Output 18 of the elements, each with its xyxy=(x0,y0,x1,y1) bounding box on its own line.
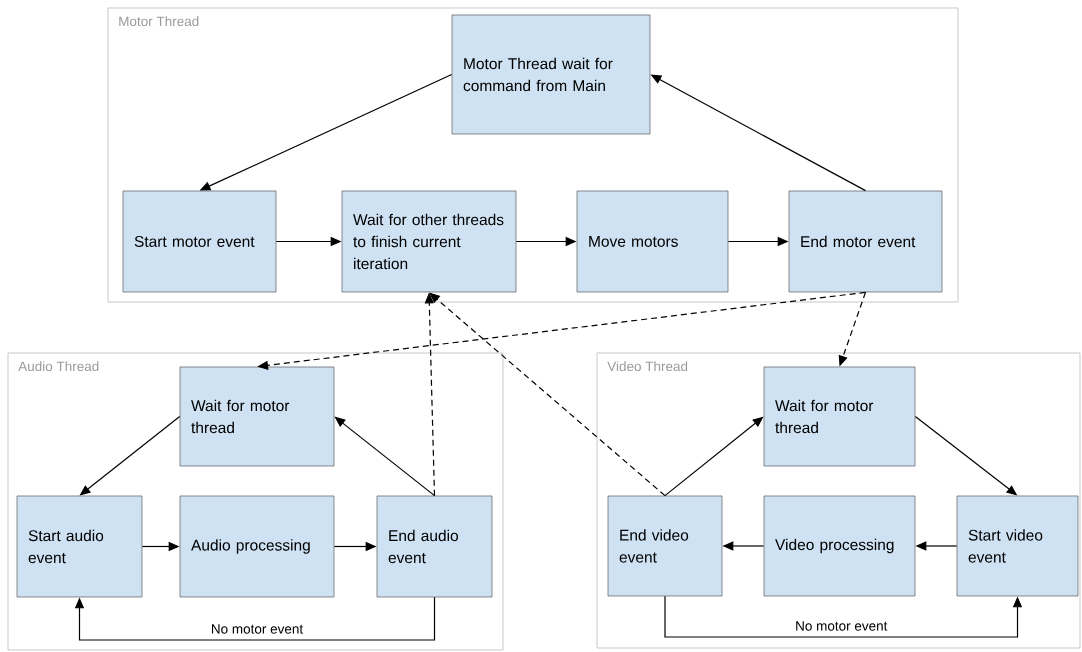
process-box: Start video event xyxy=(956,495,1079,597)
process-box: Motor Thread wait for command from Main xyxy=(451,14,651,135)
process-box: Video processing xyxy=(763,495,916,597)
process-box: End audio event xyxy=(376,495,493,598)
arrow xyxy=(257,291,867,370)
process-box: Wait for other threads to finish current iteration xyxy=(341,190,517,293)
process-box: Wait for motor thread xyxy=(763,366,916,467)
process-box: End video event xyxy=(607,495,723,597)
edge-label: No motor event xyxy=(794,620,889,632)
process-box: End motor event xyxy=(788,190,943,293)
process-box: Wait for motor thread xyxy=(179,366,335,467)
edge-label: No motor event xyxy=(209,623,305,635)
arrow xyxy=(74,596,436,641)
process-box: Audio processing xyxy=(179,495,335,598)
process-box: Move motors xyxy=(576,190,729,293)
arrow xyxy=(429,292,666,497)
process-box: Start audio event xyxy=(16,495,143,598)
process-box: Start motor event xyxy=(122,190,277,293)
